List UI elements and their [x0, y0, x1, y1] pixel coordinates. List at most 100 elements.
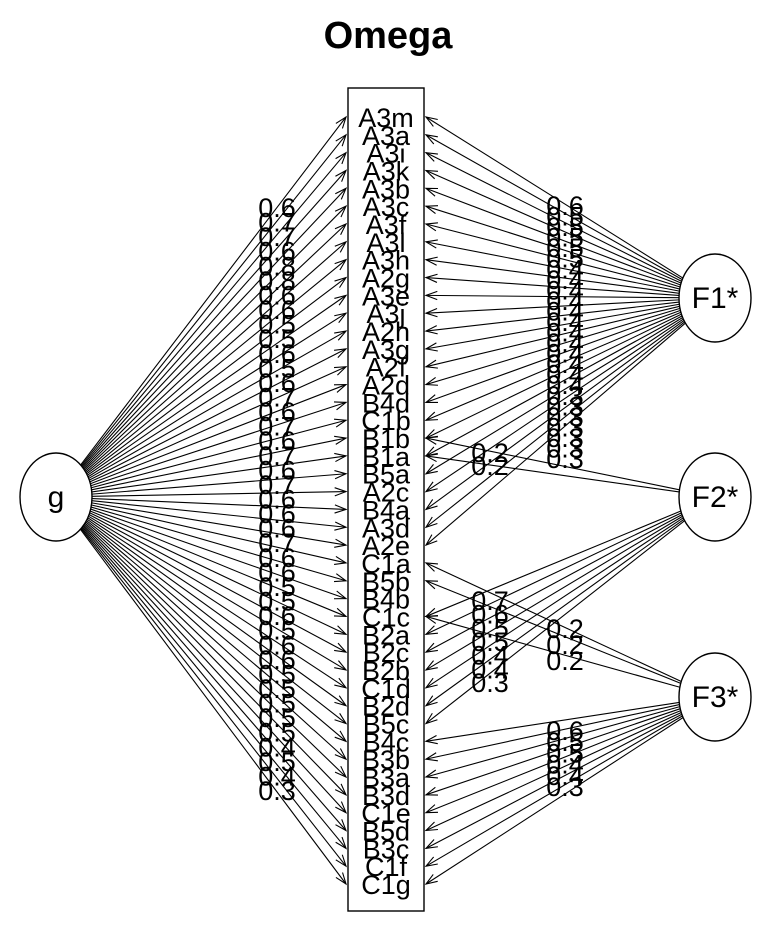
g-loading-label: 0.4 — [258, 732, 296, 762]
f2-edge-B2c — [425, 514, 683, 653]
g-edge-B4d — [90, 401, 347, 487]
g-edge-A3b — [82, 187, 347, 469]
g-arrow-A2g — [334, 276, 348, 288]
general-factor-edges — [79, 115, 348, 886]
general-factor-node: g — [19, 452, 93, 542]
f1-arrow-A2d — [424, 376, 439, 386]
g-edge-B3c — [81, 527, 347, 849]
f1-arrow-C1b — [424, 411, 439, 421]
f1-edge-A3h — [425, 259, 680, 294]
g-edge-B2d — [86, 518, 347, 707]
g-edge-B3d — [83, 524, 347, 796]
g-arrow-B4c — [334, 730, 348, 743]
f3-arrow-C1g — [424, 874, 438, 885]
g-loading-label: 0.5 — [258, 689, 296, 719]
g-edge-B1a — [91, 455, 347, 493]
f1-arrow-A3l — [424, 239, 438, 249]
factor-f1-label: F1* — [692, 282, 739, 315]
f1-loading-label: 0.4 — [546, 360, 584, 390]
f2-loading-label: 0.2 — [471, 438, 509, 468]
f1-arrow-A3h — [424, 256, 438, 266]
f1-edge-B4a — [425, 320, 685, 510]
f3-edge-B4c — [425, 701, 680, 742]
g-loading-label: 0.5 — [258, 718, 296, 748]
g-arrow-B4b — [333, 590, 348, 600]
item-label-B1a: B1a — [362, 442, 411, 472]
f2-loading-label: 0.6 — [471, 600, 509, 630]
f2-loading-label: 0.4 — [471, 654, 509, 684]
f1-edge-A2g — [425, 276, 680, 297]
g-edge-A3m — [80, 116, 347, 466]
f1-arrow-B4a — [424, 499, 438, 511]
g-loading-label: 0.6 — [258, 295, 296, 325]
item-label-A2f: A2f — [366, 353, 407, 383]
g-arrow-B2b — [334, 660, 348, 671]
f1-loading-label: 0.4 — [546, 328, 584, 358]
item-label-A3i: A3i — [366, 139, 405, 169]
factor-f3-label: F3* — [692, 681, 739, 714]
f2-arrow-B2b — [424, 660, 438, 671]
f1-arrow-A3e — [424, 290, 438, 301]
item-label-C1d: C1d — [361, 674, 411, 704]
item-label-B2c: B2c — [363, 638, 410, 668]
g-arrow-A2f — [333, 366, 348, 376]
item-label-C1b: C1b — [361, 406, 411, 436]
f1-edge-A2d — [425, 307, 681, 386]
g-arrow-B3a — [334, 765, 348, 779]
g-arrow-C1g — [335, 872, 347, 886]
f1-edge-B4d — [425, 309, 681, 403]
f3-edge-C1f — [425, 715, 683, 867]
g-loading-label: 0.6 — [258, 193, 296, 223]
f1-edge-A2c — [425, 318, 684, 493]
g-edge-A2f — [89, 366, 347, 483]
f1-edge-A3e — [425, 294, 680, 299]
item-label-B4d: B4d — [362, 388, 410, 418]
g-arrow-B4a — [334, 504, 348, 514]
f1-loading-label: 0.4 — [546, 349, 584, 379]
f2-edge-C1c — [425, 510, 682, 617]
f1-arrow-A3b — [424, 187, 439, 197]
item-label-A2e: A2e — [362, 531, 410, 561]
item-label-B3d: B3d — [362, 781, 410, 811]
f3-arrow-B5d — [424, 821, 439, 832]
g-loading-label: 0.7 — [258, 441, 296, 471]
g-arrow-B2d — [334, 695, 348, 707]
item-label-B2a: B2a — [362, 620, 411, 650]
g-edge-B1b — [91, 437, 347, 491]
g-loading-label: 0.5 — [258, 310, 296, 340]
f1-edge-A3f — [425, 223, 680, 290]
item-label-A2h: A2h — [362, 317, 410, 347]
g-edge-B5c — [86, 520, 347, 724]
g-arrow-B3b — [334, 748, 348, 761]
g-arrow-A3k — [335, 169, 348, 182]
f2-loading-label: 0.2 — [471, 451, 509, 481]
group-factor-edges — [424, 116, 686, 885]
f1-arrow-A3f — [424, 222, 438, 232]
f3-arrow-C1a — [424, 562, 439, 572]
f1-loading-label: 0.5 — [546, 223, 584, 253]
item-label-B2d: B2d — [362, 692, 410, 722]
f2-edge-C1d — [425, 517, 684, 689]
g-loading-label: 0.7 — [258, 470, 296, 500]
g-arrow-A3f — [334, 222, 348, 235]
f3-arrow-B3c — [424, 839, 438, 850]
factor-node-f1: F1* — [678, 253, 752, 343]
f3-edge-C1g — [425, 717, 684, 885]
g-arrow-B5b — [333, 573, 348, 583]
f3-loading-label: 0.5 — [546, 738, 584, 768]
g-edge-B4c — [85, 521, 347, 742]
g-arrow-A3l — [334, 240, 348, 253]
g-arrow-B5c — [334, 712, 348, 725]
g-edge-C1g — [79, 529, 347, 885]
item-label-C1c: C1c — [362, 602, 410, 632]
g-arrow-A3j — [334, 312, 348, 324]
f1-loading-label: 0.3 — [546, 423, 584, 453]
item-label-A3c: A3c — [363, 192, 410, 222]
f1-arrow-A3m — [424, 116, 438, 127]
f2-loading-label: 0.3 — [471, 668, 509, 698]
f3-edge-B3d — [425, 708, 681, 796]
g-arrow-A3m — [335, 115, 347, 129]
g-loading-label: 0.6 — [258, 397, 296, 427]
f2-arrow-B1b — [424, 435, 438, 445]
